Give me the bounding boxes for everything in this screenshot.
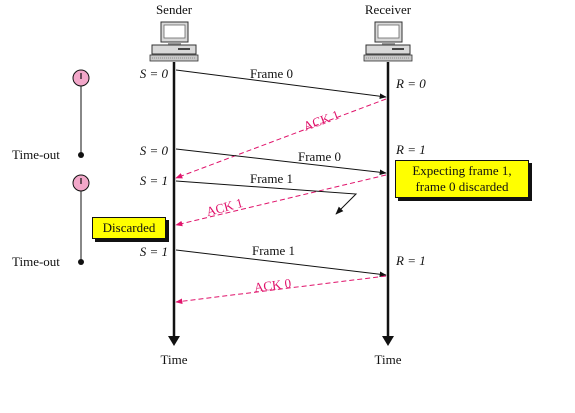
receiver-state: R = 1 [395, 253, 426, 268]
frame-label: Frame 1 [250, 171, 293, 186]
sender-computer-icon [149, 21, 199, 62]
frame-label: Frame 0 [250, 66, 293, 81]
frame-label: Frame 1 [252, 243, 295, 258]
sender-label: Sender [156, 2, 193, 17]
frame-arrow [175, 69, 387, 99]
ack-label: ACK 1 [205, 195, 245, 219]
timeout-label-1: Time-out [12, 147, 60, 162]
ack-arrow [175, 174, 387, 227]
timeout-dot [78, 259, 84, 265]
frame-arrow [175, 249, 387, 278]
ack-label: ACK 1 [301, 107, 341, 134]
ack-arrow [175, 98, 387, 179]
ack-arrow [175, 275, 387, 305]
time-label-right: Time [375, 352, 402, 367]
lost-frame-arrow [175, 180, 358, 215]
receiver-timeline-arrow [382, 336, 394, 346]
timeout-label-2: Time-out [12, 254, 60, 269]
ack-label: ACK 0 [253, 275, 292, 294]
receiver-label: Receiver [365, 2, 412, 17]
frame-arrow [175, 148, 387, 176]
frame-label: Frame 0 [298, 149, 341, 164]
sender-state: S = 0 [140, 66, 169, 81]
receiver-state: R = 0 [395, 76, 426, 91]
discarded-note: Discarded [92, 217, 166, 239]
note-line: Expecting frame 1, [412, 163, 512, 178]
receiver-state: R = 1 [395, 142, 426, 157]
expecting-frame-note: Expecting frame 1, frame 0 discarded [395, 160, 529, 198]
sender-state: S = 1 [140, 244, 168, 259]
time-label-left: Time [161, 352, 188, 367]
sender-state: S = 0 [140, 143, 169, 158]
sender-timeline-arrow [168, 336, 180, 346]
receiver-computer-icon [363, 21, 413, 62]
note-line: frame 0 discarded [415, 179, 509, 194]
timeout-dot [78, 152, 84, 158]
sender-state: S = 1 [140, 173, 168, 188]
